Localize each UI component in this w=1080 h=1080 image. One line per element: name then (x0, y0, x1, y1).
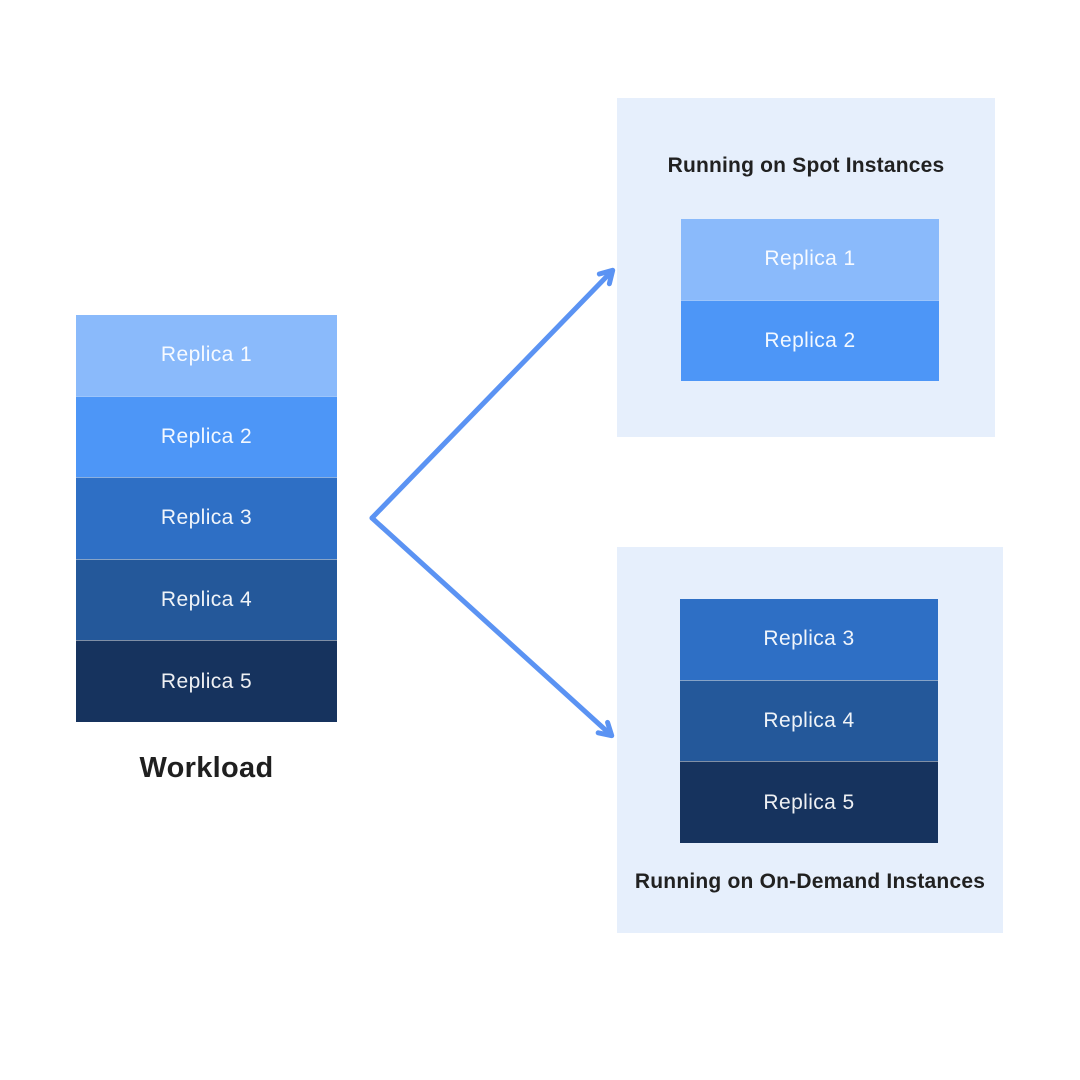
spot-replica-stack: Replica 1 Replica 2 (681, 219, 939, 381)
workload-replica-3-bar: Replica 3 (76, 477, 337, 559)
workload-title: Workload (139, 752, 274, 784)
workload-replica-1-bar: Replica 1 (76, 315, 337, 396)
spot-panel-title: Running on Spot Instances (667, 154, 945, 177)
replica-label: Replica 4 (160, 588, 253, 612)
workload-replica-5-bar: Replica 5 (76, 640, 337, 722)
replica-label: Replica 1 (160, 343, 253, 367)
replica-label: Replica 3 (160, 506, 253, 530)
workload-replica-2-bar: Replica 2 (76, 395, 337, 478)
spot-replica-2-bar: Replica 2 (681, 299, 939, 381)
ondemand-replica-4-bar: Replica 4 (680, 679, 938, 762)
spot-replica-1-bar: Replica 1 (681, 219, 939, 300)
ondemand-replica-stack: Replica 3 Replica 4 Replica 5 (680, 599, 938, 844)
arrow-to-ondemand-icon (369, 515, 615, 739)
workload-stack: Replica 1 Replica 2 Replica 3 Replica 4 … (76, 315, 337, 722)
ondemand-replica-5-bar: Replica 5 (680, 761, 938, 844)
replica-label: Replica 5 (160, 669, 253, 693)
replica-label: Replica 1 (764, 247, 856, 271)
replica-label: Replica 2 (160, 424, 253, 448)
ondemand-panel-title: Running on On-Demand Instances (634, 870, 986, 893)
replica-label: Replica 5 (763, 790, 855, 814)
replica-label: Replica 3 (763, 627, 855, 651)
workload-replica-4-bar: Replica 4 (76, 558, 337, 641)
spot-instances-panel: Running on Spot Instances Replica 1 Repl… (617, 98, 995, 437)
replica-label: Replica 4 (763, 709, 855, 732)
ondemand-replica-3-bar: Replica 3 (680, 599, 938, 680)
ondemand-instances-panel: Replica 3 Replica 4 Replica 5 Running on… (617, 547, 1003, 933)
replica-label: Replica 2 (764, 328, 856, 352)
arrow-to-spot-icon (369, 267, 616, 521)
